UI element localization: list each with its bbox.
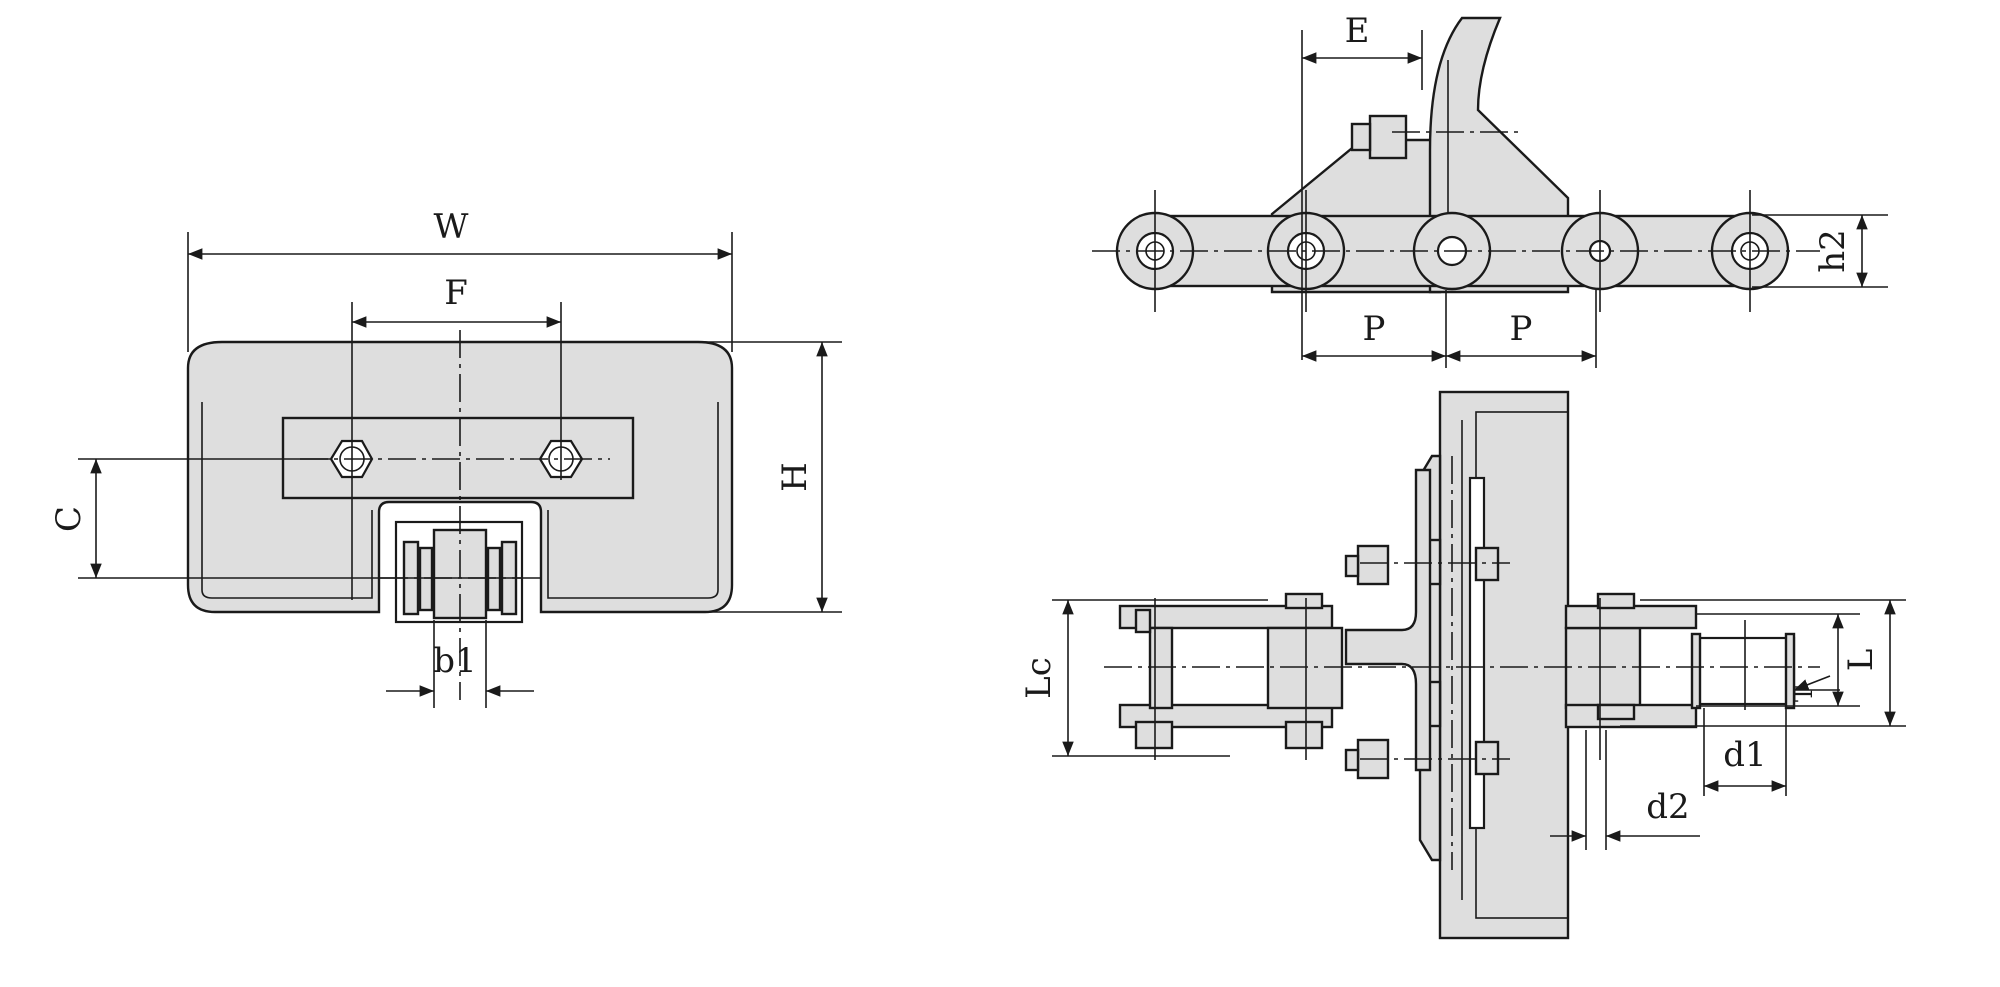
dim-label-b1: b1 <box>433 641 476 681</box>
plan-bend-tab <box>1344 468 1432 772</box>
dim-label-F: F <box>444 273 468 313</box>
dim-label-Lc: Lc <box>1019 657 1059 699</box>
dim-label-L: L <box>1841 649 1881 672</box>
dim-label-H: H <box>775 462 815 492</box>
side-bolt-head <box>1368 114 1408 160</box>
dim-label-P-left: P <box>1363 309 1386 349</box>
plan-flight-plate <box>1438 390 1570 940</box>
dim-label-T: T <box>1790 686 1818 702</box>
side-view: E h2 P P <box>1092 11 1888 368</box>
dim-label-E: E <box>1345 11 1370 51</box>
dim-label-P-right: P <box>1510 309 1533 349</box>
plan-inner-link-left <box>1266 626 1344 710</box>
front-view: W F C H b1 <box>49 207 842 708</box>
dim-label-h2: h2 <box>1813 229 1853 273</box>
front-view-inner-lip-right <box>547 402 719 599</box>
front-view-inner-lip-left <box>201 402 373 599</box>
dim-label-C: C <box>49 506 89 532</box>
dim-label-d1: d1 <box>1723 735 1766 775</box>
plan-view: Lc L T d1 d2 <box>1019 390 1906 940</box>
dim-label-d2: d2 <box>1646 787 1689 827</box>
plan-inner-link-right <box>1564 626 1642 710</box>
plan-outer-link-top <box>1118 604 1334 630</box>
dim-label-W: W <box>434 207 469 247</box>
